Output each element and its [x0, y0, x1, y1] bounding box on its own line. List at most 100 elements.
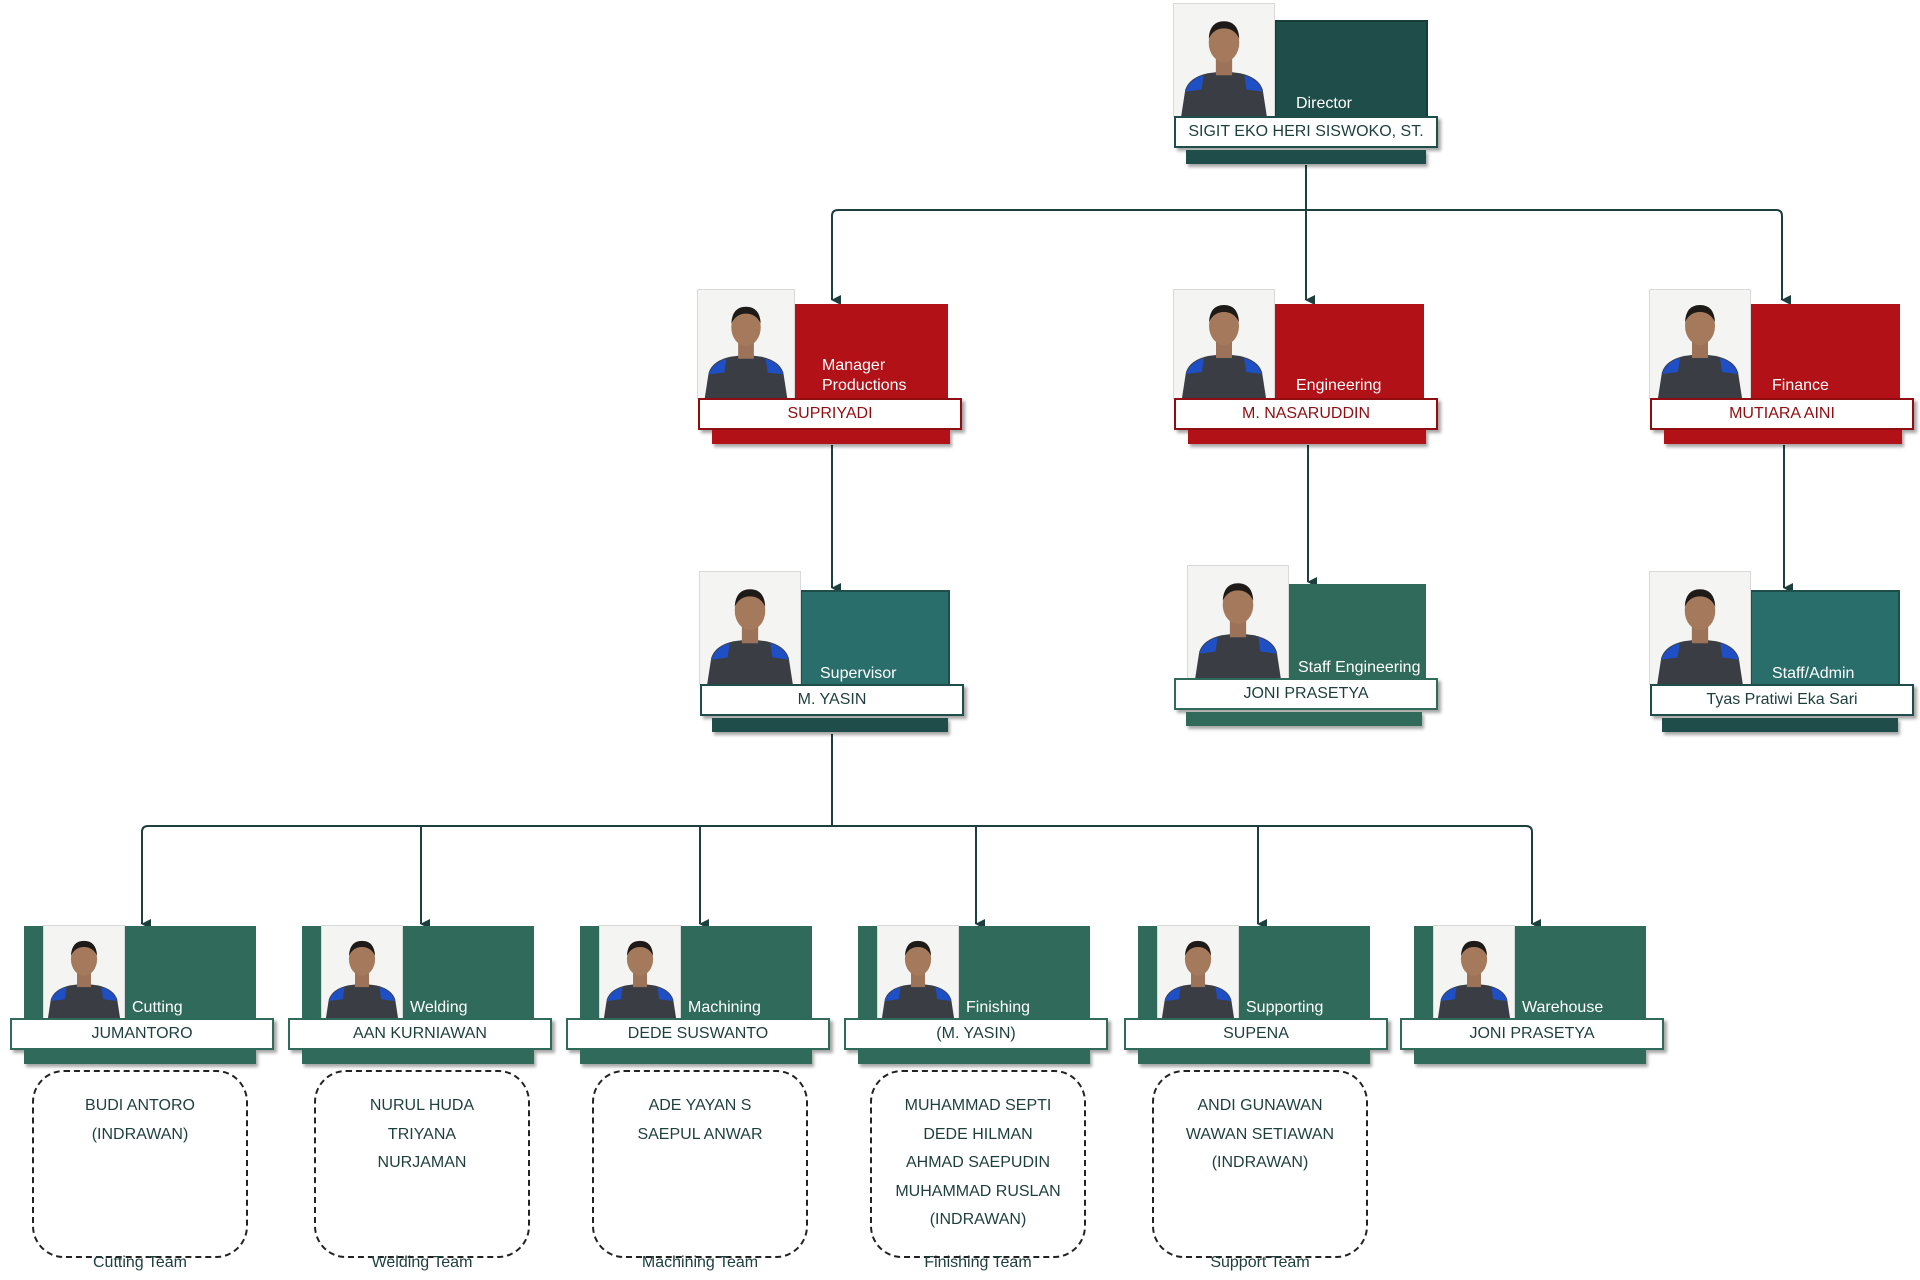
person-silhouette-icon — [47, 940, 121, 1022]
name-plate-shadow-bar — [712, 430, 950, 444]
role-panel — [1288, 584, 1426, 684]
card-manager-finance: Finance MUTIARA AINI — [1650, 290, 1916, 450]
card-staff-admin: Staff/Admin Tyas Pratiwi Eka Sari — [1650, 572, 1916, 736]
name-plate: AAN KURNIAWAN — [288, 1018, 552, 1050]
team-label-support: Support Team — [1210, 1254, 1310, 1271]
line-bus-left — [141, 825, 832, 929]
role-label: Finishing — [966, 999, 1031, 1016]
name-plate-shadow-bar — [1188, 430, 1426, 444]
line-director-to-productions — [831, 209, 1306, 305]
avatar — [322, 926, 402, 1022]
avatar — [698, 290, 794, 398]
avatar — [1434, 926, 1514, 1022]
name-plate: M. NASARUDDIN — [1174, 398, 1438, 430]
name-plate: MUTIARA AINI — [1650, 398, 1914, 430]
team-member: BUDI ANTORO — [85, 1097, 195, 1114]
team-members-cutting: BUDI ANTORO (INDRAWAN) — [32, 1092, 248, 1149]
name-plate: SUPENA — [1124, 1018, 1388, 1050]
team-box-cutting — [32, 1070, 248, 1258]
card-division-supporting: Supporting SUPENA — [1124, 926, 1390, 1072]
name-plate: Tyas Pratiwi Eka Sari — [1650, 684, 1914, 716]
role-label: Staff Engineering — [1298, 659, 1421, 676]
avatar — [1174, 290, 1274, 398]
avatar — [1188, 566, 1288, 678]
name-plate: DEDE SUSWANTO — [566, 1018, 830, 1050]
team-member: (INDRAWAN) — [91, 1125, 189, 1143]
card-division-machining: Machining DEDE SUSWANTO — [566, 926, 832, 1072]
name-plate-shadow-bar — [1186, 150, 1426, 164]
name-plate: JUMANTORO — [10, 1018, 274, 1050]
person-silhouette-icon — [1658, 305, 1742, 398]
team-member: ADE YAYAN S — [648, 1097, 752, 1114]
role-panel — [1750, 304, 1900, 410]
team-member: TRIYANA — [387, 1125, 457, 1143]
role-panel — [1274, 20, 1428, 120]
name-plate-shadow-bar — [1138, 1050, 1370, 1064]
line-director-to-finance — [1306, 209, 1791, 305]
team-members-finishing: MUHAMMAD SEPTI DEDE HILMAN AHMAD SAEPUDI… — [870, 1092, 1086, 1235]
team-members-machining: ADE YAYAN S SAEPUL ANWAR — [592, 1092, 808, 1149]
name-plate: SIGIT EKO HERI SISWOKO, ST. — [1174, 116, 1438, 148]
team-label-machining: Machining Team — [641, 1254, 759, 1271]
card-manager-engineering: Engineering M. NASARUDDIN — [1174, 290, 1440, 450]
person-silhouette-icon — [1657, 589, 1743, 684]
name-plate-shadow-bar — [580, 1050, 812, 1064]
team-box-machining — [592, 1070, 808, 1258]
role-label: Supervisor — [820, 665, 897, 682]
avatar — [1650, 290, 1750, 398]
team-member: AHMAD SAEPUDIN — [905, 1154, 1051, 1171]
team-label-finishing: Finishing Team — [924, 1254, 1032, 1271]
avatar — [600, 926, 680, 1022]
name-plate-shadow-bar — [302, 1050, 534, 1064]
person-silhouette-icon — [1182, 305, 1266, 398]
team-member: ANDI GUNAWAN — [1197, 1097, 1323, 1114]
person-silhouette-icon — [704, 306, 788, 398]
person-silhouette-icon — [325, 940, 399, 1022]
name-plate: JONI PRASETYA — [1174, 678, 1438, 710]
role-panel — [792, 304, 948, 410]
person-silhouette-icon — [1161, 940, 1235, 1022]
team-member: NURUL HUDA — [369, 1097, 475, 1114]
team-label-welding: Welding Team — [371, 1254, 473, 1271]
person-silhouette-icon — [1195, 583, 1281, 678]
card-director: Director SIGIT EKO HERI SISWOKO, ST. — [1174, 4, 1438, 166]
team-member: (INDRAWAN) — [929, 1211, 1027, 1228]
team-members-support: ANDI GUNAWAN WAWAN SETIAWAN (INDRAWAN) — [1152, 1092, 1368, 1178]
card-division-warehouse: Warehouse JONI PRASETYA — [1400, 926, 1666, 1072]
team-members-welding: NURUL HUDA TRIYANA NURJAMAN — [314, 1092, 530, 1178]
avatar — [878, 926, 958, 1022]
team-member: NURJAMAN — [377, 1154, 467, 1171]
name-plate-shadow-bar — [24, 1050, 256, 1064]
name-plate: (M. YASIN) — [844, 1018, 1108, 1050]
person-silhouette-icon — [707, 589, 793, 684]
person-silhouette-icon — [1437, 940, 1511, 1022]
role-label: Engineering — [1296, 377, 1382, 394]
role-panel — [1274, 304, 1424, 410]
person-silhouette-icon — [881, 940, 955, 1022]
name-plate: JONI PRASETYA — [1400, 1018, 1664, 1050]
team-member: WAWAN SETIAWAN — [1185, 1125, 1335, 1143]
card-staff-engineering: Staff Engineering JONI PRASETYA — [1174, 566, 1440, 730]
role-label: Welding — [410, 999, 468, 1016]
name-plate-shadow-bar — [858, 1050, 1090, 1064]
name-plate-shadow-bar — [1662, 718, 1898, 732]
name-plate: SUPRIYADI — [698, 398, 962, 430]
line-bus-right — [832, 825, 1541, 929]
name-plate-shadow-bar — [1414, 1050, 1646, 1064]
team-label-cutting: Cutting Team — [93, 1254, 187, 1271]
role-label: Finance — [1772, 377, 1829, 394]
card-manager-productions: Manager Productions SUPRIYADI — [698, 290, 964, 450]
role-label: Supporting — [1246, 999, 1324, 1016]
team-member: (INDRAWAN) — [1211, 1154, 1309, 1171]
team-box-finishing — [870, 1070, 1086, 1258]
team-member: SAEPUL ANWAR — [637, 1125, 763, 1143]
card-division-welding: Welding AAN KURNIAWAN — [288, 926, 554, 1072]
team-member: MUHAMMAD RUSLAN — [895, 1182, 1061, 1200]
role-label: Manager Productions — [822, 357, 907, 394]
role-label: Machining — [688, 999, 761, 1016]
avatar — [1158, 926, 1238, 1022]
avatar — [1650, 572, 1750, 684]
role-label: Staff/Admin — [1772, 665, 1855, 682]
name-plate-shadow-bar — [1186, 712, 1422, 726]
